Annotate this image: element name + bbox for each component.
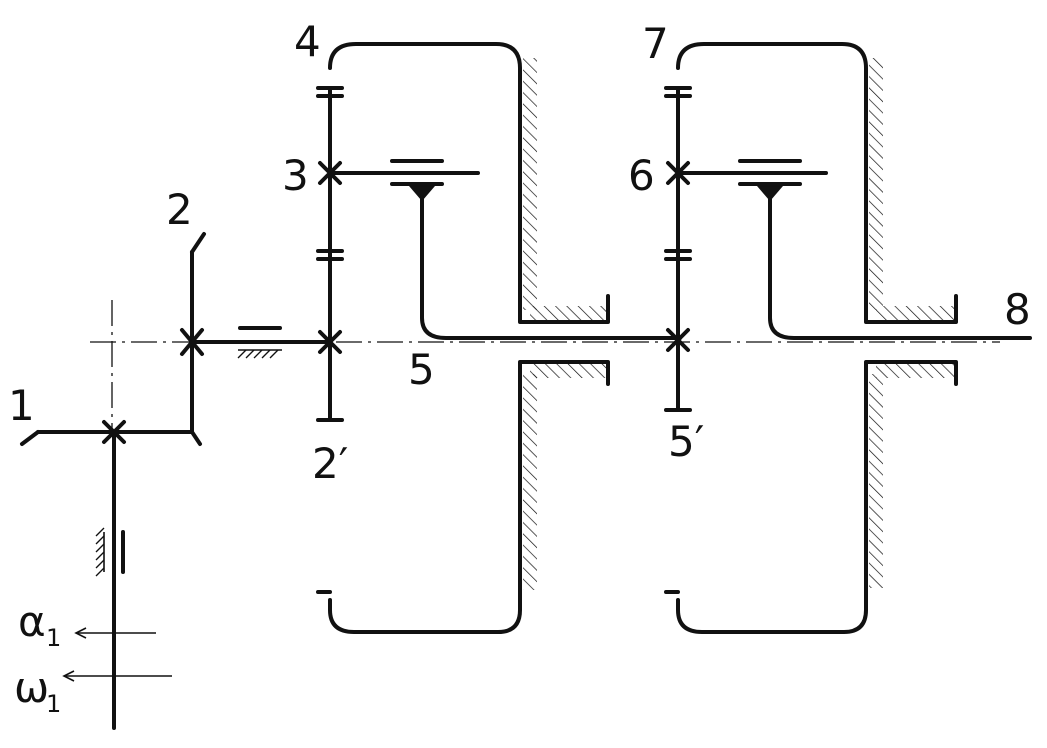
labels: 1 2 2′ 3 4 5 5′ 6 7 8 α 1 ω 1 — [8, 17, 1031, 718]
centerlines — [90, 300, 1000, 432]
housing-2-hatch-vertical-top — [869, 58, 883, 310]
carrier-1-arm — [420, 196, 682, 340]
input-shaft-group — [20, 420, 202, 730]
housing-2-hatch-horizontal-bottom — [876, 364, 954, 378]
label-gear-3: 3 — [282, 151, 309, 200]
stage-2-planetary — [664, 42, 1032, 634]
input-bearing-hatch — [95, 527, 105, 577]
omega-arrow-head — [62, 670, 75, 682]
intermediate-shaft-group — [190, 326, 332, 359]
housing-1-hatch-vertical-top — [523, 58, 537, 310]
gear-2-prime-joint-x-b — [318, 330, 342, 354]
housing-2-hatch-vertical-bottom — [869, 374, 883, 588]
stage-1-planetary — [316, 42, 682, 634]
gear-1-bevel-right — [190, 430, 202, 446]
housing-2-hatch-horizontal-top — [876, 306, 954, 320]
gear-5-prime-joint-x-b — [666, 328, 690, 352]
gear-1-joint-x-b — [102, 420, 126, 444]
gear-1-bevel-left — [20, 430, 40, 446]
label-omega-subscript: 1 — [46, 690, 61, 718]
label-gear-4: 4 — [294, 17, 321, 66]
carrier-1-pivot — [408, 185, 436, 202]
label-gear-1: 1 — [8, 381, 35, 430]
gear-2-group — [180, 232, 206, 434]
label-gear-2-prime: 2′ — [312, 439, 348, 488]
ring-7-housing-lower — [676, 360, 958, 634]
label-gear-6: 6 — [628, 151, 655, 200]
label-gear-7: 7 — [642, 19, 669, 68]
label-omega: ω — [14, 663, 49, 712]
label-gear-5-prime: 5′ — [668, 417, 704, 466]
carrier-2-pivot — [756, 185, 784, 202]
label-alpha-subscript: 1 — [46, 624, 61, 652]
carrier-2-arm-output-shaft — [768, 196, 1032, 340]
ring-4-housing-lower — [328, 360, 610, 634]
alpha-arrow-head — [74, 627, 87, 639]
intermediate-bearing-hatch — [237, 349, 279, 359]
ring-7-housing-upper — [676, 42, 958, 324]
gear-2-bevel-top — [190, 232, 206, 254]
housing-1-hatch-vertical-bottom — [523, 374, 537, 590]
label-output-8: 8 — [1004, 285, 1031, 334]
label-gear-2: 2 — [166, 185, 193, 234]
label-alpha: α — [18, 597, 46, 646]
housing-1-hatch-horizontal-top — [530, 306, 606, 320]
input-arrows — [62, 627, 172, 682]
label-gear-5: 5 — [408, 345, 435, 394]
housing-1-hatch-horizontal-bottom — [530, 364, 606, 378]
ring-4-housing-upper — [328, 42, 610, 324]
